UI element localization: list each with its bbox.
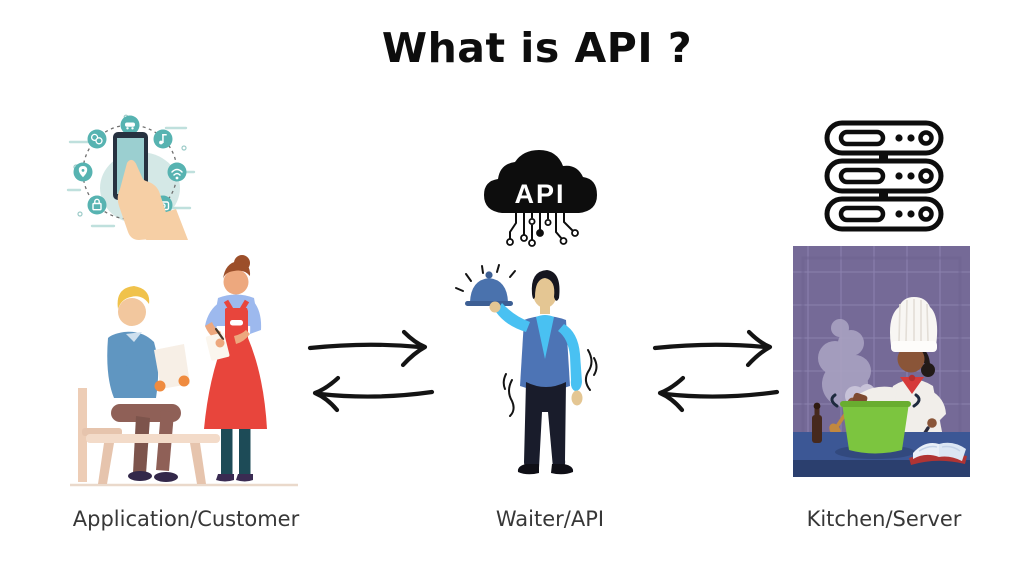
server-units bbox=[824, 120, 944, 232]
arrow-right-shaft bbox=[307, 342, 423, 351]
arrow-right-shaft bbox=[652, 342, 768, 351]
coins-icon bbox=[87, 129, 107, 149]
pointing-hand bbox=[117, 159, 188, 240]
arrow-left-shaft bbox=[662, 389, 780, 399]
waiter-illustration bbox=[455, 264, 598, 475]
server-rack-icon bbox=[824, 120, 944, 232]
api-cloud-icon: API bbox=[484, 150, 597, 247]
waiter-legs bbox=[517, 382, 574, 475]
waiter-head bbox=[531, 270, 560, 314]
chef-kitchen-illustration bbox=[793, 246, 970, 477]
music-icon bbox=[153, 129, 173, 149]
table bbox=[86, 434, 220, 484]
cloud-shape bbox=[484, 150, 597, 213]
customer bbox=[107, 286, 190, 482]
wifi-icon bbox=[167, 162, 187, 182]
cookbook bbox=[909, 442, 967, 465]
pepper-grinder bbox=[812, 402, 822, 443]
waiter-arms bbox=[489, 301, 583, 406]
api-cloud-label: API bbox=[514, 179, 565, 209]
arrow-left-head bbox=[312, 375, 341, 413]
toque-pleats bbox=[898, 299, 929, 342]
arrow-right-head bbox=[745, 329, 773, 368]
cooking-pot bbox=[830, 393, 921, 454]
car-icon bbox=[120, 115, 140, 135]
location-pin-icon bbox=[73, 162, 93, 182]
circuit-traces bbox=[509, 213, 574, 240]
label-waiter-api: Waiter/API bbox=[495, 507, 605, 531]
counter-edge bbox=[793, 460, 970, 477]
customer-waitress-illustration bbox=[70, 255, 298, 487]
smartphone-touch-icon bbox=[66, 114, 196, 240]
circuit-nodes bbox=[506, 218, 579, 247]
page-title: What is API ? bbox=[381, 24, 693, 72]
arrow-left-shaft bbox=[317, 389, 435, 399]
label-application-customer: Application/Customer bbox=[72, 507, 300, 531]
label-kitchen-server: Kitchen/Server bbox=[806, 507, 962, 531]
motion-lines bbox=[502, 349, 598, 417]
arrow-left-head bbox=[657, 375, 686, 413]
waiter-torso bbox=[520, 315, 570, 391]
waitress bbox=[204, 255, 267, 482]
lock-icon bbox=[87, 195, 107, 215]
request-response-arrows-left bbox=[307, 329, 435, 413]
request-response-arrows-right bbox=[652, 329, 780, 413]
cloche-dish bbox=[465, 271, 513, 306]
arrow-right-head bbox=[400, 329, 428, 368]
sparkle-lines bbox=[455, 264, 516, 292]
